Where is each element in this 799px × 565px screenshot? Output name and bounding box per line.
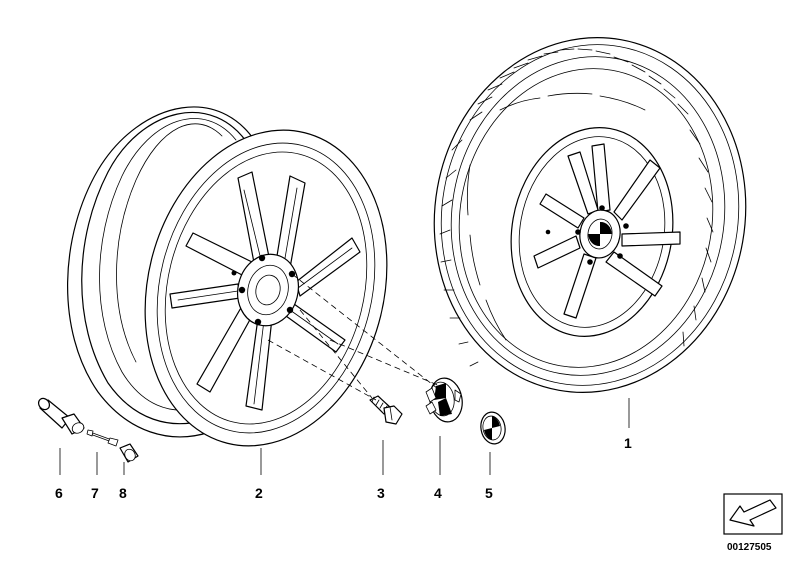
complete-wheel-drawing [433, 37, 747, 393]
callout-valve-cap: 8 [119, 485, 127, 501]
assembly-lines [267, 273, 443, 401]
callout-valve-body: 6 [55, 485, 63, 501]
emblem-drawing [480, 411, 506, 445]
callout-valve-insert: 7 [91, 485, 99, 501]
valve-body-drawing [37, 397, 85, 435]
callout-emblem: 5 [485, 485, 493, 501]
callout-complete-wheel: 1 [624, 435, 632, 451]
callout-wheel-rim: 2 [255, 485, 263, 501]
wheel-spokes [533, 143, 681, 319]
valve-cap-drawing [119, 443, 139, 463]
leader-lines [59, 398, 630, 475]
callout-wheel-bolt: 3 [377, 485, 385, 501]
callout-hub-cap: 4 [434, 485, 442, 501]
valve-insert-drawing [86, 429, 119, 447]
direction-arrow-icon [729, 499, 777, 527]
callouts: 2 3 4 5 1 6 7 8 [55, 435, 632, 501]
document-stamp: 00127505 [723, 493, 783, 553]
wheel-bolt-drawing [369, 395, 403, 425]
tire-tread [439, 48, 714, 367]
wheel-rim-drawing [67, 106, 388, 447]
document-number: 00127505 [727, 542, 772, 553]
